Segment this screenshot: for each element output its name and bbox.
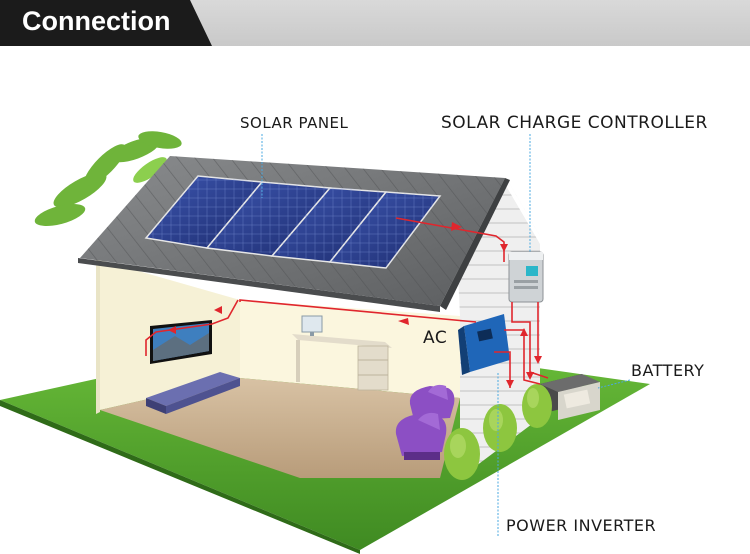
page-title: Connection: [22, 6, 171, 36]
desk: [292, 315, 392, 391]
shrubs: [444, 384, 552, 480]
armchairs: [395, 384, 455, 460]
tv-cabinet: [146, 372, 240, 414]
house-diagram: [0, 131, 650, 554]
label-battery: BATTERY: [631, 361, 705, 380]
solar-panels: [144, 175, 442, 269]
label-charge-controller: SOLAR CHARGE CONTROLLER: [441, 113, 708, 133]
label-solar-panel: SOLAR PANEL: [240, 114, 349, 132]
wire-arrows: [168, 222, 542, 388]
charge-controller-device: [508, 251, 544, 303]
interior-side-wall: [240, 300, 460, 398]
label-ac: AC: [423, 328, 448, 348]
leader-lines: [261, 134, 631, 536]
label-power-inverter: POWER INVERTER: [506, 516, 657, 535]
power-inverter-device: [458, 314, 510, 375]
tree-leaves: [34, 131, 182, 226]
header-tab: [0, 0, 212, 46]
